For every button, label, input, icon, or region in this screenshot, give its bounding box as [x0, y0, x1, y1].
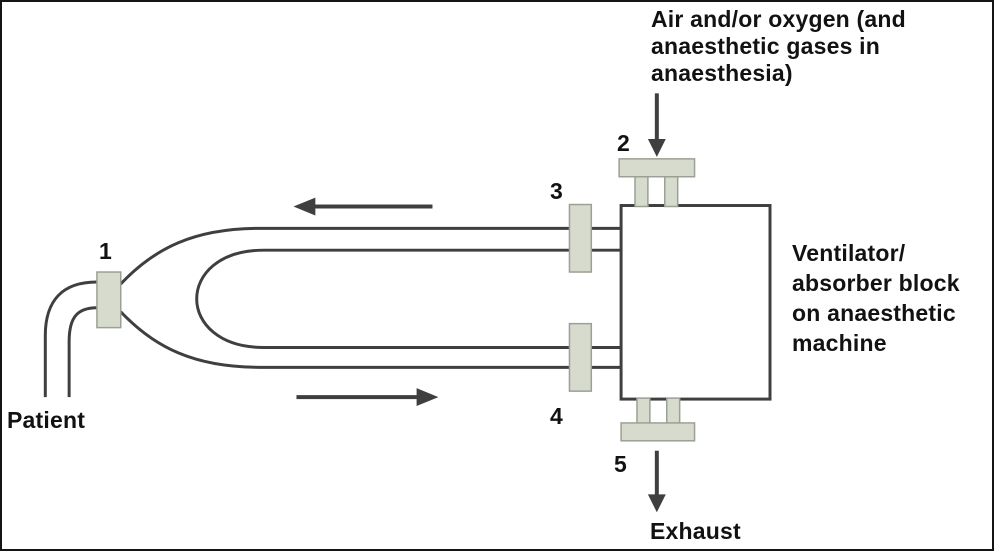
- port5-assembly: [620, 397, 696, 442]
- exhaust-label: Exhaust: [650, 518, 741, 544]
- connector1-number-label: 1: [99, 238, 112, 264]
- port2-flange: [618, 158, 696, 178]
- top-limb-outer-line: [119, 226, 622, 285]
- connector3-number-label: 3: [550, 178, 563, 204]
- port2-stub-left: [634, 175, 649, 208]
- port5-flange: [620, 422, 696, 442]
- patient-label: Patient: [7, 407, 86, 433]
- ventilator-box: [619, 204, 772, 401]
- patient-tube-inner-line: [67, 306, 97, 398]
- flow-right-arrow-icon: [296, 388, 439, 407]
- port5-stub-left: [636, 397, 651, 425]
- port2-stub-right: [664, 175, 679, 208]
- gas-inlet-down-arrow-icon: [647, 93, 666, 157]
- connector5-number-label: 5: [614, 451, 627, 477]
- port2-assembly: [618, 158, 696, 208]
- tube-lines: [43, 226, 622, 398]
- ventilator-block-label: Ventilator/ absorber block on anaestheti…: [792, 240, 960, 356]
- flow-left-arrow-icon: [293, 197, 433, 216]
- connector4-number-label: 4: [550, 403, 563, 429]
- flow-arrows: [293, 93, 666, 513]
- connector1-bar: [96, 271, 122, 329]
- connector2-number-label: 2: [617, 130, 630, 156]
- bottom-limb-outer-line: [119, 310, 622, 369]
- exhaust-down-arrow-icon: [647, 450, 666, 513]
- connector3-bar: [568, 203, 593, 273]
- patient-tube-outer-line: [43, 280, 97, 398]
- inner-loop-u-bend-line: [195, 248, 622, 349]
- connector-bars: [96, 203, 593, 392]
- connector4-bar: [568, 322, 593, 392]
- port5-stub-right: [666, 397, 681, 425]
- gas-supply-label: Air and/or oxygen (and anaesthetic gases…: [651, 6, 906, 86]
